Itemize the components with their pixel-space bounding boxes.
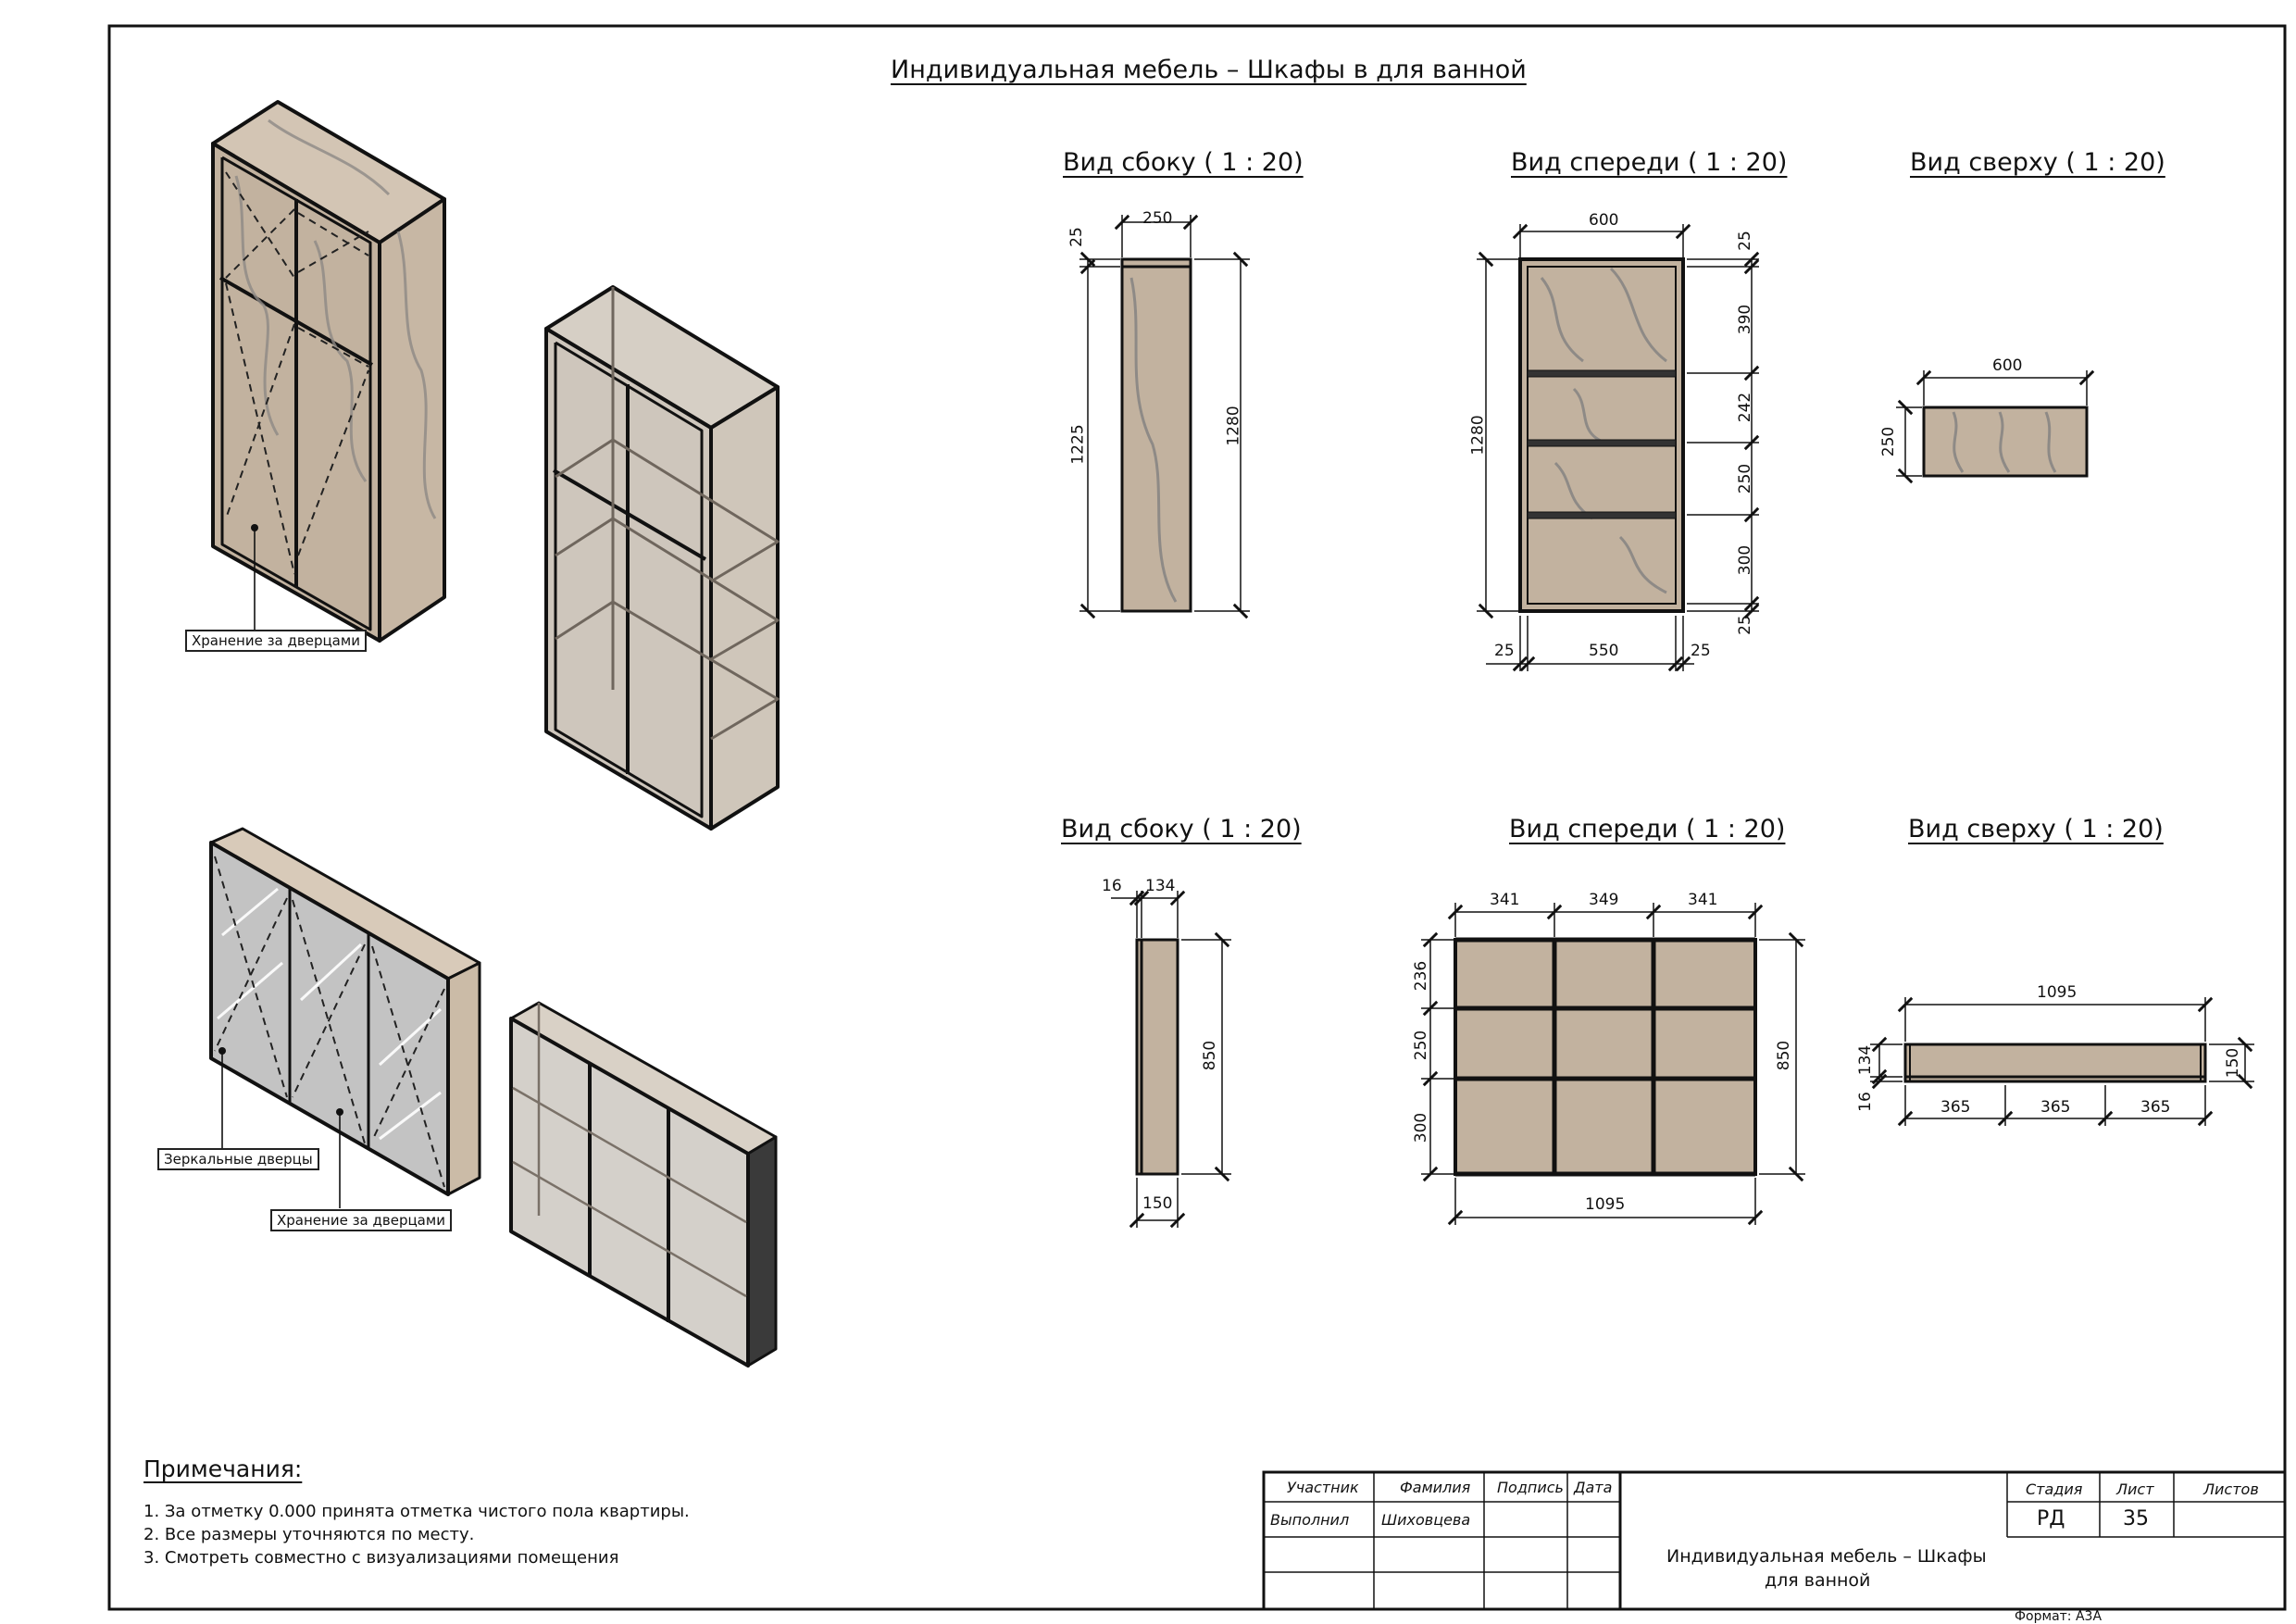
tb-col-surname: Фамилия bbox=[1400, 1479, 1471, 1496]
dim-upper-front-width: 600 bbox=[1589, 211, 1619, 230]
sheet-frame bbox=[107, 24, 2287, 1611]
upper-side-view bbox=[1079, 214, 1250, 619]
sheet-format: Формат: А3А bbox=[2015, 1609, 2103, 1624]
notes-heading: Примечания: bbox=[144, 1455, 303, 1482]
tb-sheets-label: Листов bbox=[2203, 1480, 2259, 1498]
dim-lower-front-height: 850 bbox=[1775, 1040, 1794, 1071]
callout-mirror-doors: Зеркальные дверцы bbox=[157, 1148, 319, 1170]
dim-lower-top-frame: 16 bbox=[1855, 1092, 1875, 1112]
dim-lower-front-col-2: 349 bbox=[1589, 891, 1619, 909]
dim-upper-front-right: 25 bbox=[1691, 642, 1711, 660]
dim-lower-front-col-3: 341 bbox=[1688, 891, 1718, 909]
dim-upper-front-height: 1280 bbox=[1468, 415, 1488, 456]
dim-lower-top-seg-2: 365 bbox=[2040, 1098, 2071, 1117]
tb-role: Выполнил bbox=[1270, 1511, 1350, 1529]
note-item: 3. Смотреть совместно с визуализациями п… bbox=[144, 1548, 619, 1568]
sheet-title: Индивидуальная мебель – Шкафы в для ванн… bbox=[891, 56, 1527, 84]
dim-lower-top-seg-3: 365 bbox=[2140, 1098, 2171, 1117]
lower-front-view bbox=[1421, 903, 1805, 1226]
dim-lower-side-height: 850 bbox=[1201, 1040, 1220, 1071]
tb-col-date: Дата bbox=[1574, 1479, 1613, 1496]
tb-surname: Шиховцева bbox=[1381, 1511, 1471, 1529]
dim-upper-front-seg-top: 25 bbox=[1735, 231, 1754, 251]
tb-sheet-number: 35 bbox=[2123, 1507, 2149, 1530]
iso-wide-open-shelf bbox=[509, 1001, 778, 1368]
dim-lower-front-width: 1095 bbox=[1585, 1195, 1626, 1214]
lower-side-view bbox=[1111, 891, 1231, 1229]
dim-upper-top-depth: 250 bbox=[1879, 426, 1899, 457]
dim-upper-front-seg-3: 250 bbox=[1736, 463, 1755, 494]
dim-upper-front-seg-4: 300 bbox=[1736, 544, 1755, 576]
dim-lower-top-width: 1095 bbox=[2037, 983, 2078, 1002]
note-item: 1. За отметку 0.000 принята отметка чист… bbox=[144, 1502, 690, 1521]
dim-upper-side-height: 1280 bbox=[1224, 406, 1243, 446]
dim-upper-front-seg-2: 242 bbox=[1736, 392, 1755, 423]
tb-col-signature: Подпись bbox=[1497, 1479, 1564, 1496]
dim-lower-front-row-3: 300 bbox=[1412, 1112, 1431, 1143]
dim-lower-side-frame: 16 bbox=[1102, 877, 1122, 895]
dim-upper-side-width: 250 bbox=[1142, 209, 1173, 228]
note-item: 2. Все размеры уточняются по месту. bbox=[144, 1525, 475, 1544]
dim-upper-side-top: 25 bbox=[1067, 227, 1086, 247]
dim-upper-front-seg-bottom: 25 bbox=[1735, 615, 1754, 635]
dim-upper-side-inner-height: 1225 bbox=[1068, 424, 1088, 465]
tb-stage-value: РД bbox=[2037, 1507, 2065, 1530]
iso-tall-cabinet-glass bbox=[544, 285, 780, 831]
upper-top-view-title: Вид сверху ( 1 : 20) bbox=[1910, 148, 2165, 177]
tb-description-line2: для ванной bbox=[1765, 1570, 1871, 1591]
lower-side-view-title: Вид сбоку ( 1 : 20) bbox=[1061, 815, 1302, 843]
dim-lower-side-inner: 134 bbox=[1145, 877, 1176, 895]
dim-upper-front-left: 25 bbox=[1494, 642, 1515, 660]
dim-lower-top-depth: 150 bbox=[2224, 1047, 2243, 1079]
upper-front-view-title: Вид спереди ( 1 : 20) bbox=[1511, 148, 1788, 177]
callout-storage-lower: Хранение за дверцами bbox=[270, 1209, 452, 1231]
dim-upper-top-width: 600 bbox=[1992, 356, 2023, 375]
lower-top-view-title: Вид сверху ( 1 : 20) bbox=[1908, 815, 2164, 843]
dim-lower-side-depth: 150 bbox=[1142, 1194, 1173, 1213]
upper-top-view bbox=[1896, 369, 2095, 484]
title-block-grid bbox=[1262, 1470, 2287, 1611]
iso-tall-cabinet-doors bbox=[211, 100, 446, 643]
callout-storage-upper: Хранение за дверцами bbox=[185, 630, 367, 652]
dim-lower-front-row-2: 250 bbox=[1412, 1030, 1431, 1061]
dim-upper-front-seg-1: 390 bbox=[1736, 304, 1755, 335]
dim-lower-top-seg-1: 365 bbox=[1940, 1098, 1971, 1117]
upper-side-view-title: Вид сбоку ( 1 : 20) bbox=[1063, 148, 1304, 177]
dim-lower-front-col-1: 341 bbox=[1490, 891, 1520, 909]
lower-top-view bbox=[1870, 996, 2254, 1126]
tb-description-line1: Индивидуальная мебель – Шкафы bbox=[1666, 1546, 1987, 1567]
tb-sheet-label: Лист bbox=[2116, 1480, 2154, 1498]
upper-front-view bbox=[1477, 223, 1759, 671]
dim-upper-front-inner-width: 550 bbox=[1589, 642, 1619, 660]
iso-wide-mirror-cabinet bbox=[209, 827, 481, 1208]
tb-stage-label: Стадия bbox=[2026, 1480, 2083, 1498]
tb-col-participant: Участник bbox=[1287, 1479, 1359, 1496]
dim-lower-front-row-1: 236 bbox=[1412, 960, 1431, 992]
dim-lower-top-inner: 134 bbox=[1856, 1044, 1876, 1076]
lower-front-view-title: Вид спереди ( 1 : 20) bbox=[1509, 815, 1786, 843]
